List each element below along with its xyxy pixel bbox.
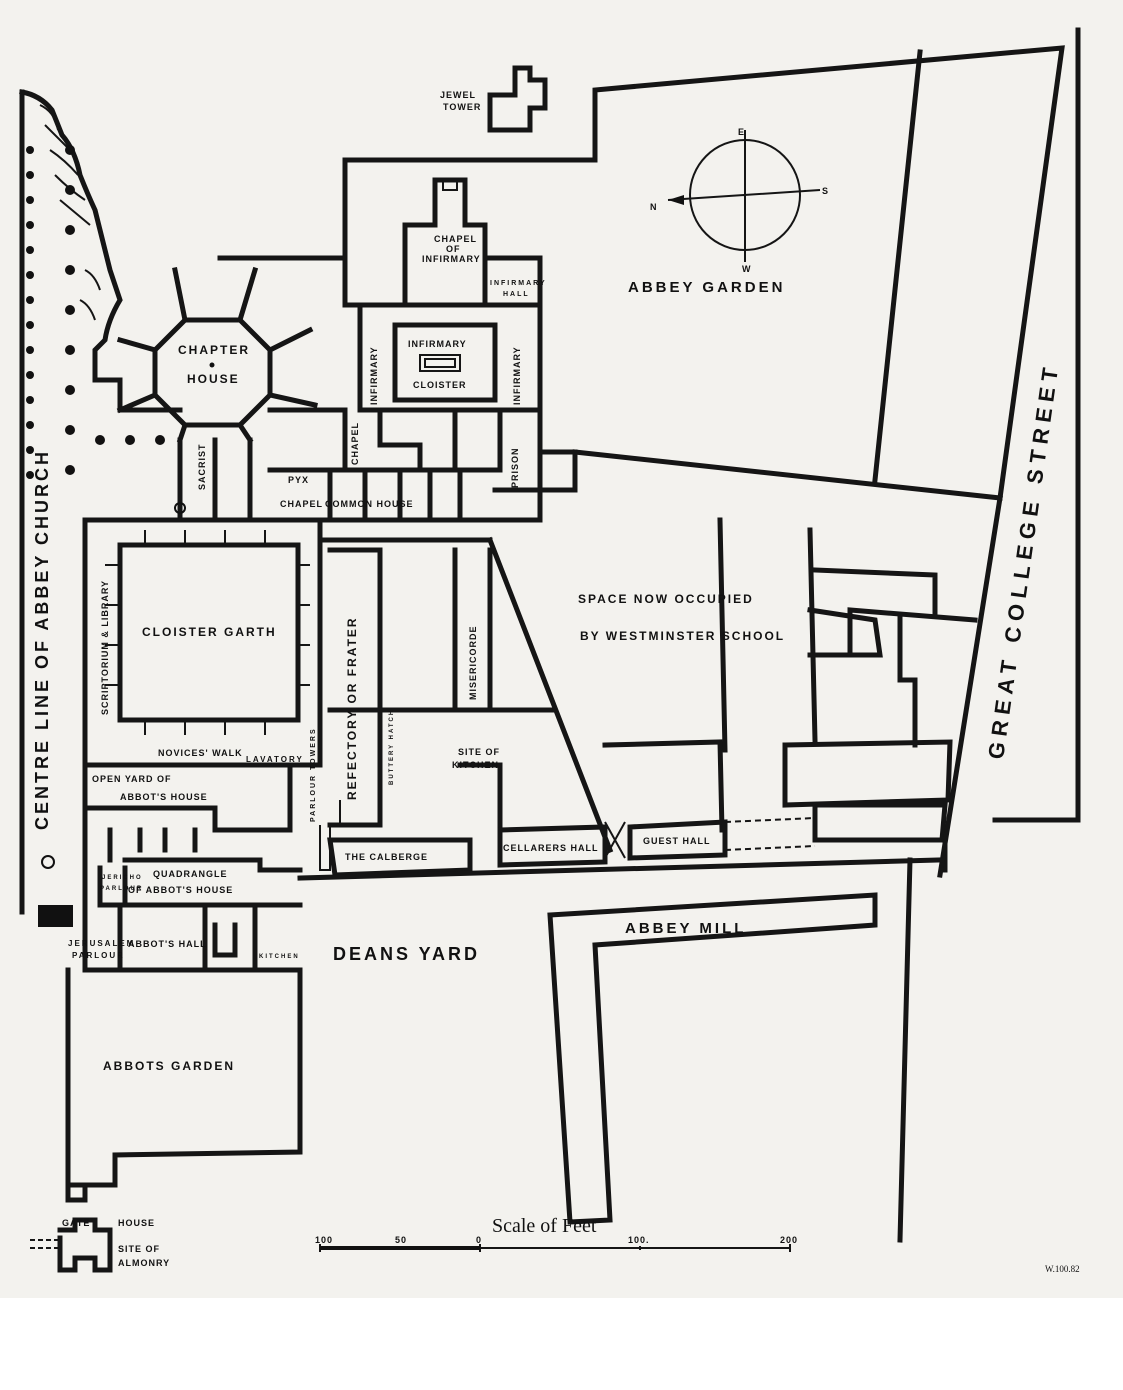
south-range <box>317 536 614 854</box>
label-sacrist: SACRIST <box>197 443 207 490</box>
abbey-mill-outline <box>547 892 878 1225</box>
label-quadrangle-2: OF ABBOT'S HOUSE <box>128 885 233 895</box>
label-kitchen: KITCHEN <box>259 954 300 960</box>
label-refectory-frater: REFECTORY OR FRATER <box>345 616 359 800</box>
label-infirmary-cloister-2: CLOISTER <box>413 380 467 390</box>
great-cloister <box>82 517 323 768</box>
label-gate-house-2: HOUSE <box>118 1218 155 1228</box>
compass-s-label: S <box>822 186 829 196</box>
abbey-garden-inner-line <box>872 49 923 483</box>
label-deans-yard: DEANS YARD <box>333 944 480 964</box>
label-chapel-of-infirmary-1: CHAPEL <box>434 234 477 244</box>
scale-title: Scale of Feet <box>492 1215 597 1237</box>
label-novices-walk: NOVICES' WALK <box>158 748 243 758</box>
label-site-of-kitchen-1: SITE OF <box>458 747 500 757</box>
label-abbey-garden: ABBEY GARDEN <box>628 279 785 296</box>
label-chapter-house-2: HOUSE <box>187 372 240 386</box>
label-pyx-chapel-1: PYX <box>288 475 309 485</box>
compass-w-label: W <box>742 264 752 274</box>
label-jewel-tower-2: TOWER <box>443 102 481 112</box>
label-infirmary-cloister-1: INFIRMARY <box>408 339 467 349</box>
deans-yard-east-boundary <box>897 857 913 1243</box>
scale-tick-0: 0 <box>476 1235 482 1245</box>
label-abbots-hall: ABBOT'S HALL <box>128 939 207 949</box>
infirmary-complex <box>217 157 578 493</box>
page-footer-margin <box>0 1298 1123 1390</box>
label-lavatory: LAVATORY <box>246 755 304 764</box>
label-westminster-school-1: SPACE NOW OCCUPIED <box>578 592 754 606</box>
label-common-house: COMMON HOUSE <box>325 499 414 509</box>
gate-house <box>30 1182 113 1273</box>
label-jerusalem-parlour-2: PARLOUR <box>72 951 125 960</box>
label-quadrangle-1: QUADRANGLE <box>153 869 228 879</box>
label-centre-line: CENTRE LINE OF ABBEY CHURCH <box>32 449 52 830</box>
label-parlour-towers: PARLOUR TOWERS <box>310 727 317 822</box>
label-jericho-parlour-2: PARLOUR <box>100 886 143 892</box>
label-infirmary-hall-1: INFIRMARY <box>490 280 547 287</box>
label-open-yard-1: OPEN YARD OF <box>92 774 172 784</box>
label-misericorde: MISERICORDE <box>468 625 478 700</box>
abbey-garden-boundary <box>342 45 1065 501</box>
label-site-of-kitchen-2: KITCHEN <box>452 760 499 770</box>
scale-bar <box>319 1244 791 1252</box>
compass-n-label: N <box>650 202 658 212</box>
south-halls <box>297 817 943 881</box>
abbey-church-outline <box>19 89 183 915</box>
scale-tick-100-left: 100 <box>315 1235 333 1245</box>
plan-sheet: E S W N Scale of Feet 100 50 0 100. 200 … <box>0 0 1123 1298</box>
great-college-street-west <box>937 495 1003 878</box>
label-jerusalem-parlour-1: JERUSALEM <box>68 939 135 948</box>
label-abbey-mill: ABBEY MILL <box>625 920 746 937</box>
label-scriptorium-library: SCRIPTORIUM & LIBRARY <box>100 580 110 715</box>
chapter-house <box>116 266 318 444</box>
jewel-tower-outline <box>487 65 548 133</box>
label-site-of-almonry-2: ALMONRY <box>118 1258 170 1268</box>
label-westminster-school-2: BY WESTMINSTER SCHOOL <box>580 629 785 643</box>
label-open-yard-2: ABBOT'S HOUSE <box>120 792 208 802</box>
abbots-garden-boundary <box>65 967 303 1188</box>
westminster-school-buildings <box>602 517 978 873</box>
label-chapel-of-infirmary-2: OF <box>446 244 461 254</box>
label-guest-hall: GUEST HALL <box>643 836 711 846</box>
label-infirmary-west: INFIRMARY <box>369 346 379 405</box>
label-cloister-garth: CLOISTER GARTH <box>142 625 277 639</box>
abbey-garden-south <box>572 449 1003 501</box>
label-abbots-garden: ABBOTS GARDEN <box>103 1059 235 1073</box>
compass-e-label: E <box>738 127 745 137</box>
label-site-of-almonry-1: SITE OF <box>118 1244 160 1254</box>
label-pyx-chapel-2: CHAPEL <box>280 499 323 509</box>
label-buttery-hatch: BUTTERY HATCH <box>389 709 395 785</box>
label-jericho-parlour-1: JERICHO <box>102 875 143 881</box>
scale-tick-200: 200 <box>780 1235 798 1245</box>
east-range <box>174 407 543 523</box>
label-infirmary-hall-2: HALL <box>503 291 530 298</box>
label-chapter-house-1: CHAPTER <box>178 343 250 357</box>
label-chapel-of-infirmary-3: INFIRMARY <box>422 254 481 264</box>
label-infirmary-east: INFIRMARY <box>512 346 522 405</box>
label-the-calberge: THE CALBERGE <box>345 852 428 862</box>
label-prison: PRISON <box>510 447 520 488</box>
label-chapel: CHAPEL <box>350 422 360 465</box>
label-gate-house-1: GATE <box>62 1218 90 1228</box>
abbey-plan-map: E S W N Scale of Feet 100 50 0 100. 200 … <box>19 27 1081 1274</box>
scale-tick-100-right: 100. <box>628 1235 650 1245</box>
label-jewel-tower-1: JEWEL <box>440 90 476 100</box>
compass-rose <box>667 130 821 262</box>
scale-tick-50: 50 <box>395 1235 407 1245</box>
engraver-signature: W.100.82 <box>1045 1264 1080 1274</box>
great-college-street-east <box>992 27 1081 823</box>
label-great-college-street: GREAT COLLEGE STREET <box>983 360 1064 760</box>
label-cellarers-hall: CELLARERS HALL <box>503 843 599 853</box>
pier-dots <box>26 145 165 869</box>
